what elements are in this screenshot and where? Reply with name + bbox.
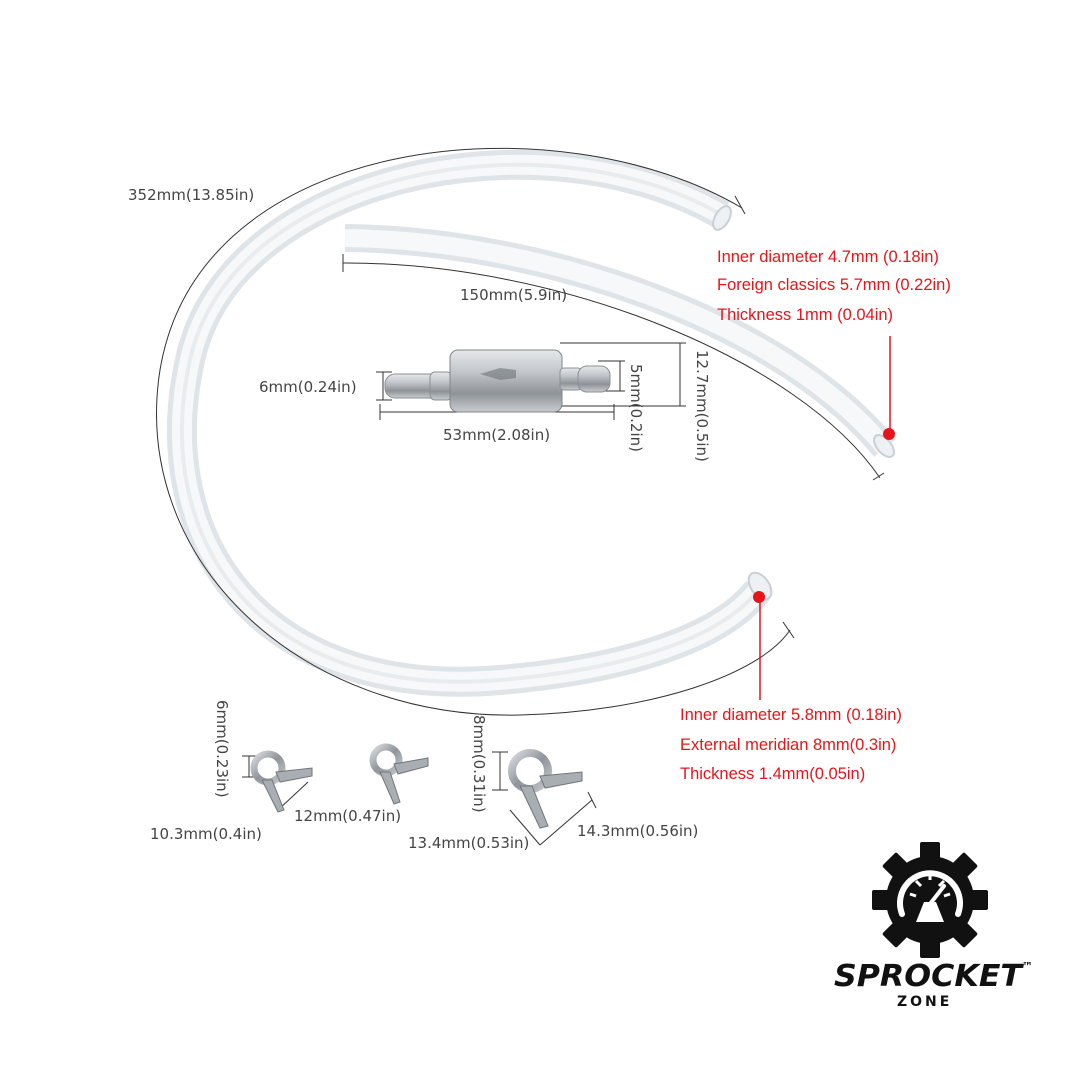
large-clamp-height-label: 8mm(0.31in) — [470, 715, 488, 813]
upper-spec-inner-diameter: Inner diameter 4.7mm (0.18in) — [717, 248, 939, 266]
logo-trademark: ™ — [1022, 960, 1033, 973]
long-hose-length-label: 352mm(13.85in) — [128, 186, 254, 204]
medium-clamp — [369, 743, 429, 805]
gear-icon — [872, 842, 988, 958]
long-hose-end-bottom — [747, 571, 773, 601]
upper-spec-marker — [883, 336, 895, 440]
large-clamp-inner-label: 13.4mm(0.53in) — [408, 834, 529, 852]
short-hose-end — [873, 434, 895, 458]
large-clamp-width-label: 14.3mm(0.56in) — [577, 822, 698, 840]
sprocket-zone-logo: SPROCKET ™ ZONE — [834, 842, 1033, 1010]
small-clamp-height-label: 6mm(0.23in) — [213, 700, 231, 798]
lower-spec-thickness: Thickness 1.4mm(0.05in) — [680, 765, 865, 783]
upper-spec-foreign-classics: Foreign classics 5.7mm (0.22in) — [717, 276, 951, 294]
inline-connector — [384, 349, 611, 413]
short-hose-length-label: 150mm(5.9in) — [460, 286, 567, 304]
long-hose-end-top — [712, 205, 732, 231]
short-hose-dimension-arc — [342, 262, 881, 479]
connector-nozzle-label: 5mm(0.2in) — [627, 364, 645, 452]
small-clamp — [250, 750, 313, 813]
medium-clamp-width-label: 12mm(0.47in) — [294, 807, 401, 825]
connector-body-label: 12.7mm(0.5in) — [693, 350, 711, 462]
large-clamp — [508, 749, 583, 829]
lower-spec-inner-diameter: Inner diameter 5.8mm (0.18in) — [680, 706, 902, 724]
short-hose — [344, 224, 896, 458]
long-hose-dimension-arc — [156, 147, 791, 716]
speedometer-icon — [897, 870, 963, 917]
lower-spec-external-meridian: External meridian 8mm(0.3in) — [680, 736, 896, 754]
dimension-lines — [156, 147, 885, 846]
upper-spec-thickness: Thickness 1mm (0.04in) — [717, 306, 893, 324]
long-hose — [167, 149, 773, 697]
logo-name: SPROCKET — [834, 959, 1025, 994]
logo-sub: ZONE — [897, 994, 952, 1010]
connector-tip-label: 6mm(0.24in) — [259, 378, 357, 396]
small-clamp-width-label: 10.3mm(0.4in) — [150, 825, 262, 843]
connector-length-label: 53mm(2.08in) — [443, 426, 550, 444]
lower-spec-marker — [753, 591, 765, 700]
